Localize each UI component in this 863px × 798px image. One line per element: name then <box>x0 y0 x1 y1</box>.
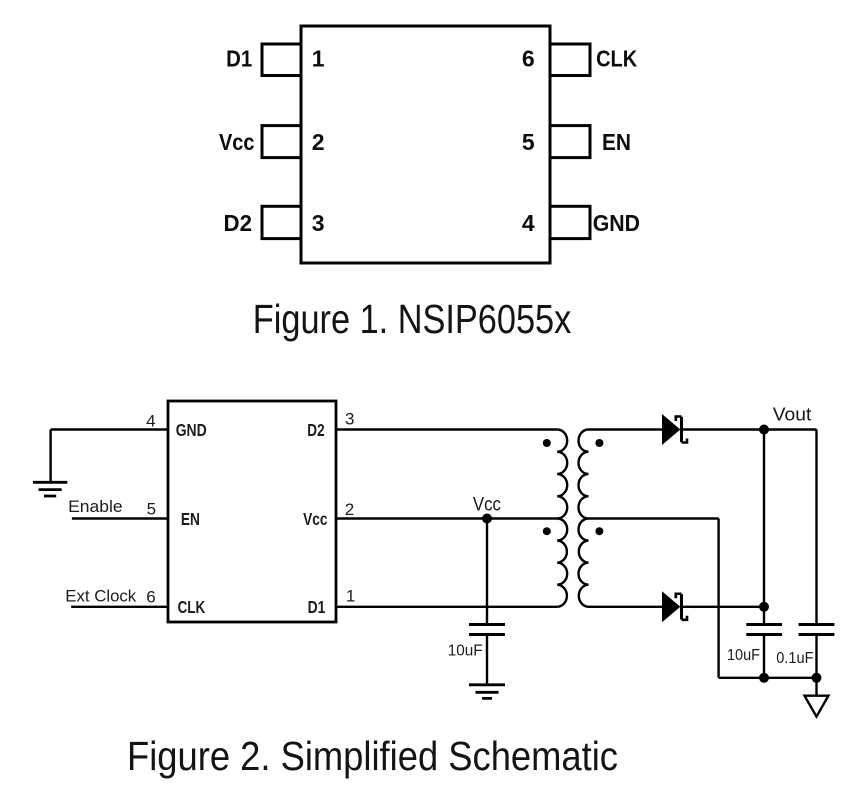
svg-text:3: 3 <box>312 210 325 236</box>
svg-text:6: 6 <box>522 46 535 72</box>
svg-text:Vout: Vout <box>773 403 812 424</box>
svg-text:10uF: 10uF <box>727 647 760 664</box>
svg-text:D2: D2 <box>307 420 325 440</box>
svg-text:GND: GND <box>176 420 207 440</box>
svg-text:1: 1 <box>346 586 355 605</box>
svg-text:Ext Clock: Ext Clock <box>65 587 136 606</box>
svg-text:CLK: CLK <box>596 46 637 72</box>
svg-text:5: 5 <box>522 129 535 155</box>
svg-text:4: 4 <box>146 412 155 431</box>
svg-text:D1: D1 <box>226 46 252 72</box>
svg-text:4: 4 <box>522 210 535 236</box>
svg-text:Vcc: Vcc <box>303 509 328 529</box>
svg-text:10uF: 10uF <box>448 643 483 660</box>
svg-text:5: 5 <box>147 500 156 519</box>
svg-text:EN: EN <box>602 129 631 155</box>
svg-text:Figure 2. Simplified Schematic: Figure 2. Simplified Schematic <box>127 733 618 779</box>
svg-text:EN: EN <box>181 509 200 529</box>
svg-text:3: 3 <box>345 410 354 429</box>
svg-text:6: 6 <box>146 587 155 606</box>
svg-text:CLK: CLK <box>178 597 206 617</box>
svg-text:1: 1 <box>312 46 325 72</box>
svg-text:2: 2 <box>312 129 325 155</box>
svg-text:D2: D2 <box>224 210 253 236</box>
svg-text:2: 2 <box>345 500 354 519</box>
svg-text:0.1uF: 0.1uF <box>776 650 813 667</box>
svg-text:Vcc: Vcc <box>219 129 255 155</box>
svg-text:D1: D1 <box>308 597 326 617</box>
svg-text:GND: GND <box>593 210 640 236</box>
svg-text:Enable: Enable <box>68 497 123 516</box>
svg-text:Figure 1. NSIP6055x: Figure 1. NSIP6055x <box>253 296 572 342</box>
svg-text:Vcc: Vcc <box>473 495 501 516</box>
